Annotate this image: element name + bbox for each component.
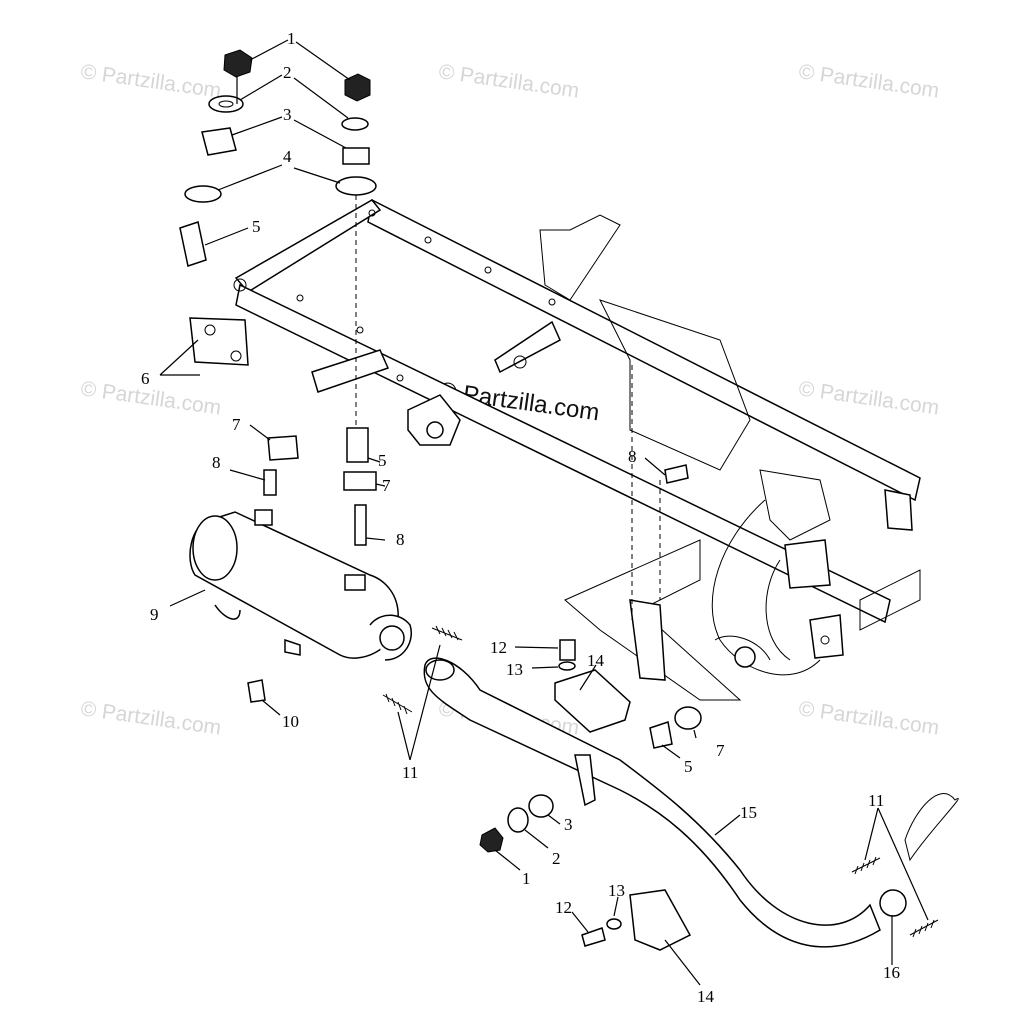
washer-4a (184, 185, 222, 203)
spacer-3b (342, 147, 370, 165)
callout-15: 15 (740, 803, 757, 822)
bolt-12a (559, 639, 576, 661)
callout-12: 12 (555, 898, 572, 917)
bolt-8b (354, 504, 367, 546)
muffler-9 (189, 511, 399, 659)
callout-4: 4 (283, 147, 292, 166)
spacer-3c (528, 794, 554, 818)
watermark-layer: © Partzilla.com © Partzilla.com © Partzi… (79, 60, 940, 739)
callout-12: 12 (490, 638, 507, 657)
watermark: © Partzilla.com (79, 377, 222, 419)
callout-8: 8 (396, 530, 405, 549)
muffler-assembly (189, 509, 412, 703)
callout-9: 9 (150, 605, 159, 624)
callout-11: 11 (402, 763, 418, 782)
sleeve-5c (649, 721, 673, 749)
callout-8: 8 (212, 453, 221, 472)
left-hardware-stack (179, 49, 253, 267)
springs (382, 625, 939, 938)
callout-10: 10 (282, 712, 299, 731)
callout-7: 7 (382, 476, 391, 495)
exhaust-pipe-15 (423, 657, 881, 948)
spring-11b (382, 693, 413, 715)
watermark: © Partzilla.com (797, 697, 940, 739)
callout-2: 2 (283, 63, 292, 82)
watermark: © Partzilla.com (797, 60, 940, 102)
watermark: © Partzilla.com (79, 697, 222, 739)
spring-11c (851, 856, 881, 875)
callout-7: 7 (232, 415, 241, 434)
watermark: © Partzilla.com (79, 60, 222, 102)
alignment-lines (355, 195, 661, 620)
bolt-12b (581, 927, 606, 947)
callout-13: 13 (506, 660, 523, 679)
grommet-7c (674, 706, 702, 730)
bolt-8a (263, 469, 277, 496)
spacer-3a (201, 127, 237, 156)
callout-6: 6 (141, 369, 150, 388)
nut-1a (223, 49, 253, 78)
watermark: © Partzilla.com (797, 377, 940, 419)
callout-14: 14 (697, 987, 715, 1006)
exhaust-pipe-assembly (423, 639, 959, 951)
washer-13a (558, 661, 576, 671)
spring-11a (431, 625, 463, 641)
callout-13: 13 (608, 881, 625, 900)
callout-3: 3 (283, 105, 292, 124)
callout-11: 11 (868, 791, 884, 810)
callout-5: 5 (252, 217, 261, 236)
callout-8: 8 (628, 447, 637, 466)
center-hardware-stack (263, 73, 689, 546)
washer-2c (507, 807, 529, 833)
grommet-7a (267, 435, 299, 461)
callout-14: 14 (587, 651, 605, 670)
washer-2a (208, 95, 244, 113)
callout-7: 7 (716, 741, 725, 760)
callout-3: 3 (564, 815, 573, 834)
bracket-14b (629, 889, 692, 951)
bracket-14a (554, 669, 631, 733)
sleeve-5b (346, 427, 369, 463)
callout-2: 2 (552, 849, 561, 868)
sleeve-5a (179, 221, 207, 267)
frame-assembly (189, 198, 921, 701)
washer-4b (335, 176, 377, 196)
watermark: © Partzilla.com (437, 60, 580, 102)
bolt-8c (664, 464, 689, 484)
nut-1c (479, 827, 504, 853)
callout-5: 5 (378, 451, 387, 470)
spring-11d (909, 919, 939, 938)
washer-13b (606, 918, 622, 930)
gasket-16 (879, 889, 907, 917)
nut-1b (344, 73, 371, 102)
callout-5: 5 (684, 757, 693, 776)
callout-1: 1 (522, 869, 531, 888)
leader-lines (159, 39, 929, 986)
callout-labels: 1 2 3 4 5 6 7 8 5 7 8 8 9 10 11 12 13 14… (141, 29, 900, 1006)
grommet-7b (343, 471, 377, 491)
callout-16: 16 (883, 963, 900, 982)
callout-1: 1 (287, 29, 296, 48)
bolt-10 (247, 679, 266, 703)
washer-2b (341, 117, 369, 131)
